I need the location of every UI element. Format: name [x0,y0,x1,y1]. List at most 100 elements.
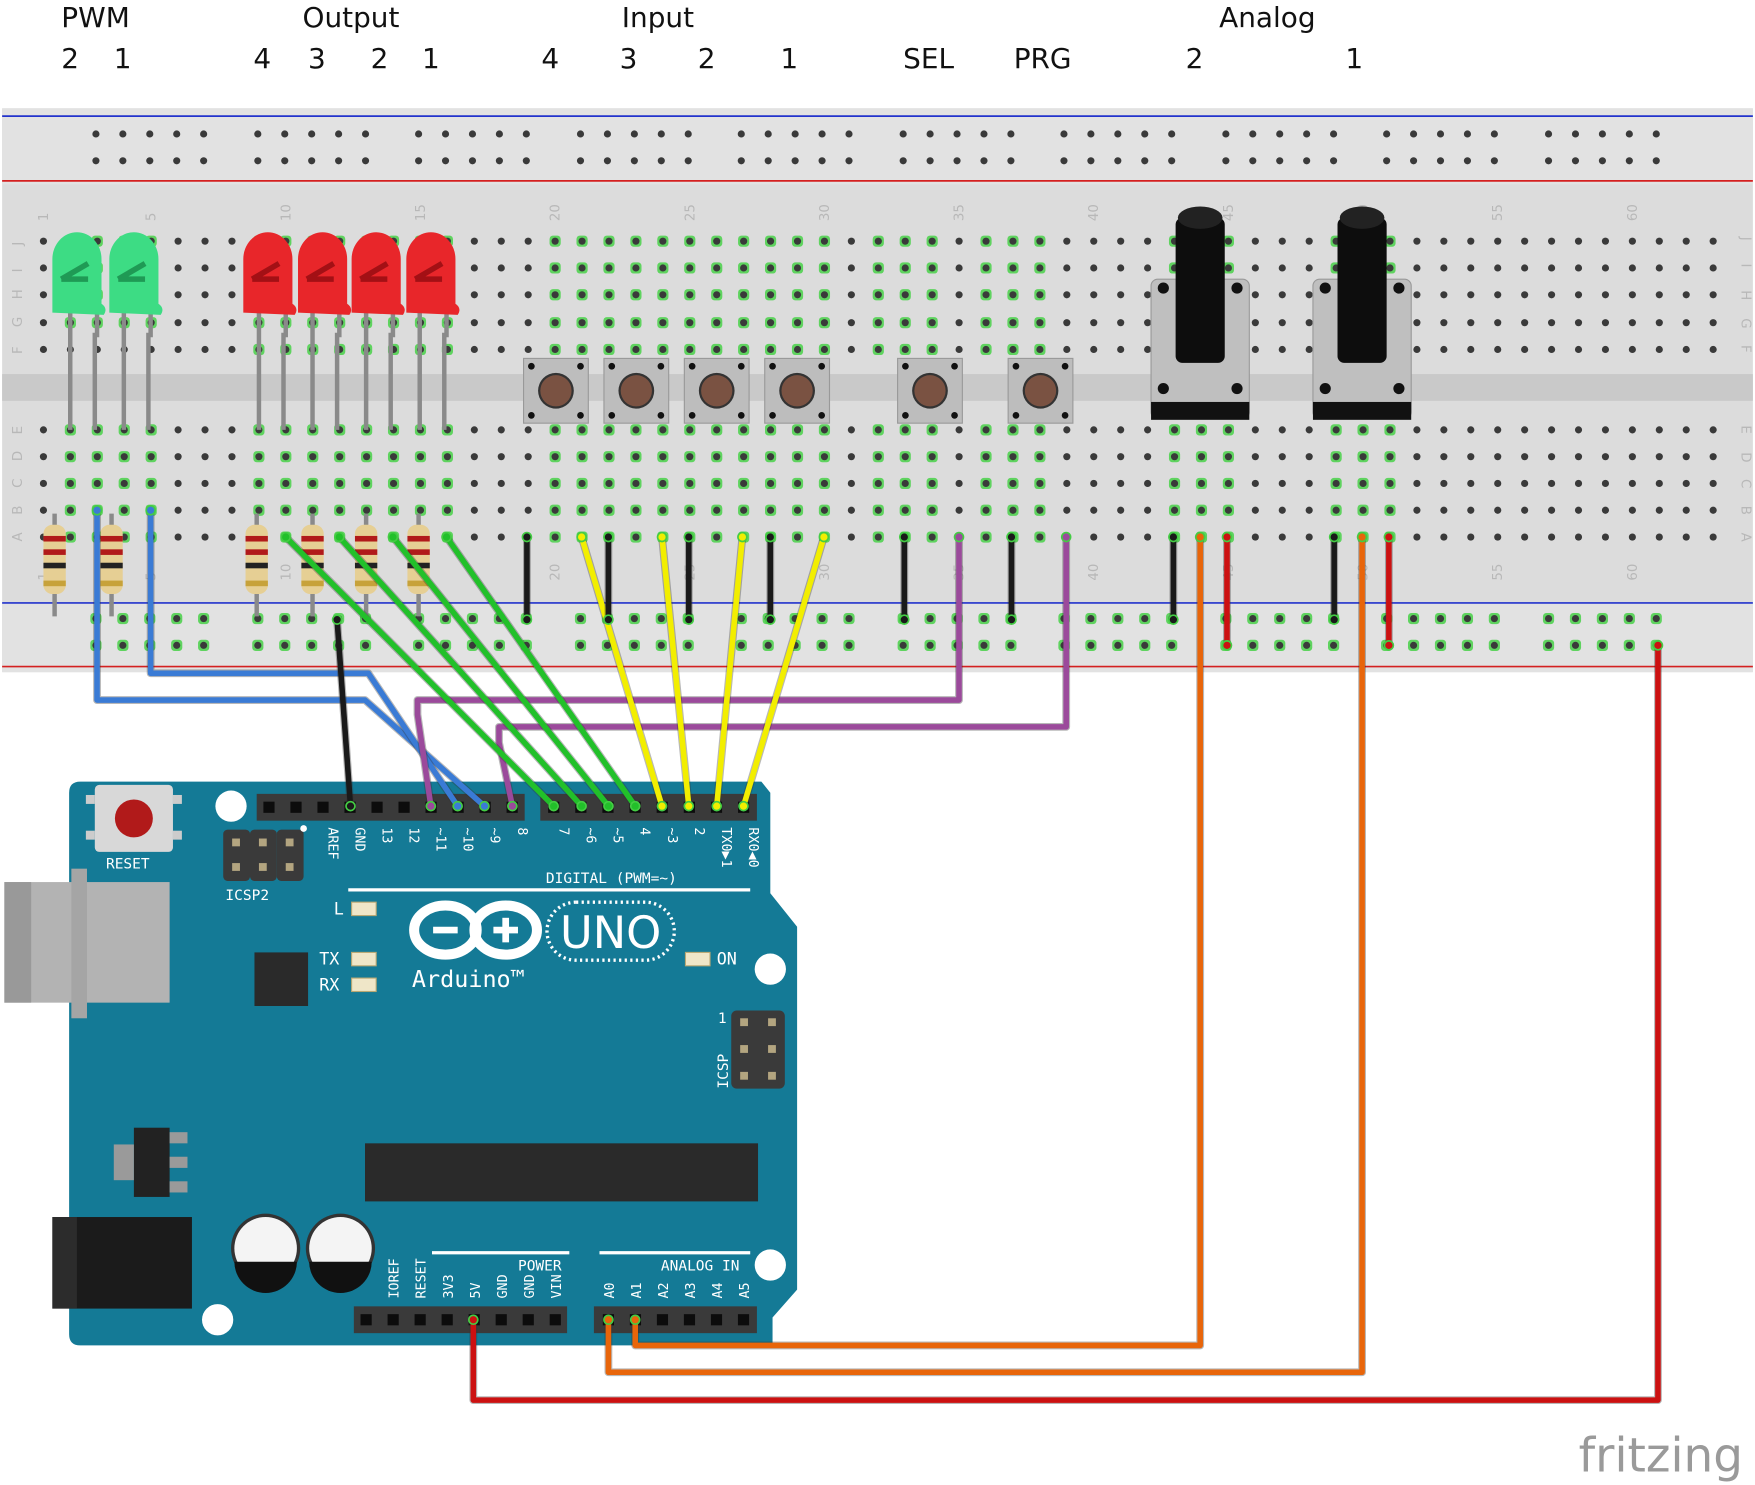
green-wire[interactable] [282,534,557,809]
breadboard-hole [1144,453,1152,461]
button-screw [608,412,616,419]
green-wire[interactable] [443,534,639,809]
breadboard-hole [1521,506,1529,514]
breadboard-hole [1305,453,1313,461]
led-die [116,261,147,282]
blue-wire[interactable] [147,507,461,809]
rail-hole [1544,641,1553,649]
breadboard-hole [847,291,855,299]
header-pin[interactable] [522,1314,534,1326]
breadboard-hole [1063,345,1071,354]
breadboard-hole [1521,479,1529,488]
breadboard-hole [686,479,694,488]
breadboard-hole [1332,506,1340,514]
breadboard-hole [1440,345,1448,354]
header-pin[interactable] [290,801,302,813]
rail-hole [1114,641,1122,649]
breadboard-hole [201,345,209,354]
header-pin[interactable] [737,1314,750,1326]
yellow-wire[interactable] [659,534,692,809]
rail-hole [1330,157,1338,165]
breadboard-hole [955,479,963,488]
rail-hole [1222,157,1230,165]
wire-end [331,614,343,625]
header-pin[interactable] [441,1314,453,1326]
header-pin[interactable] [263,801,275,813]
potentiometer[interactable] [1312,206,1412,420]
pushbutton[interactable] [1007,357,1074,424]
pushbutton[interactable] [683,357,750,424]
rail-hole [845,641,853,649]
green-wire[interactable] [336,534,585,809]
breadboard-hole [632,426,640,434]
breadboard-hole [1386,506,1394,514]
breadboard-hole [820,319,829,327]
header-pin[interactable] [656,1314,669,1326]
digital-title: DIGITAL (PWM=~) [546,871,677,887]
breadboard-hole [1170,426,1179,434]
orange-wire[interactable] [632,534,1203,1349]
row-letter: G [1738,318,1753,328]
reset-button[interactable] [85,784,182,852]
rail-hole [146,157,154,165]
yellow-wire[interactable] [713,534,746,809]
header-pin[interactable] [710,1314,723,1326]
rail-hole [92,157,100,165]
breadboard-hole [1036,345,1044,354]
header-pin[interactable] [549,1314,561,1326]
led-on [684,951,711,967]
breadboard-hole [1197,453,1206,461]
rail-hole [764,157,772,165]
black-wire[interactable] [334,616,354,809]
wire-end [441,531,452,543]
header-pin[interactable] [398,801,410,813]
breadboard-hole [174,291,182,299]
rail-hole [1490,157,1498,165]
wire-end [1168,614,1179,625]
wire-end [953,531,965,543]
rail-hole [200,614,208,623]
wire-end [656,800,668,812]
header-pin[interactable] [360,1314,372,1326]
header-pin[interactable] [317,801,329,813]
green-wire[interactable] [390,534,612,809]
orange-wire[interactable] [605,534,1365,1376]
resistor-body [245,524,268,594]
purple-wire[interactable] [414,534,962,809]
header-pin[interactable] [371,801,383,813]
wire-end [334,531,345,543]
red-wire[interactable] [470,642,1661,1403]
yellow-wire[interactable] [578,534,665,809]
pushbutton[interactable] [764,357,831,424]
pushbutton[interactable] [603,357,670,424]
channel-number-label: SEL [903,42,954,75]
rail-hole [899,130,907,138]
header-pin[interactable] [387,1314,399,1326]
breadboard-hole [1521,319,1529,327]
rail-hole [1436,130,1445,138]
blue-wire[interactable] [94,507,488,809]
wire-end [629,800,641,812]
purple-wire[interactable] [496,534,1069,809]
potentiometer[interactable] [1150,206,1250,420]
header-pin[interactable] [414,1314,426,1326]
breadboard-hole [820,264,829,272]
header-pin[interactable] [495,1314,507,1326]
breadboard-hole [847,506,855,514]
breadboard-hole [1682,506,1690,514]
led [406,232,460,430]
button-screw [818,412,826,419]
channel-number-label: 4 [541,42,559,75]
header-pin[interactable] [683,1314,696,1326]
breadboard-hole [524,237,532,245]
pushbutton[interactable] [522,357,589,424]
pushbutton[interactable] [897,357,963,424]
yellow-wire[interactable] [740,534,827,809]
breadboard-hole [443,453,451,461]
row-letter: G [11,317,26,327]
breadboard-hole [1224,237,1232,245]
breadboard-hole [1090,533,1098,541]
channel-number-label: 4 [253,42,271,75]
breadboard-hole [1359,453,1367,461]
rail-hole [441,130,450,138]
